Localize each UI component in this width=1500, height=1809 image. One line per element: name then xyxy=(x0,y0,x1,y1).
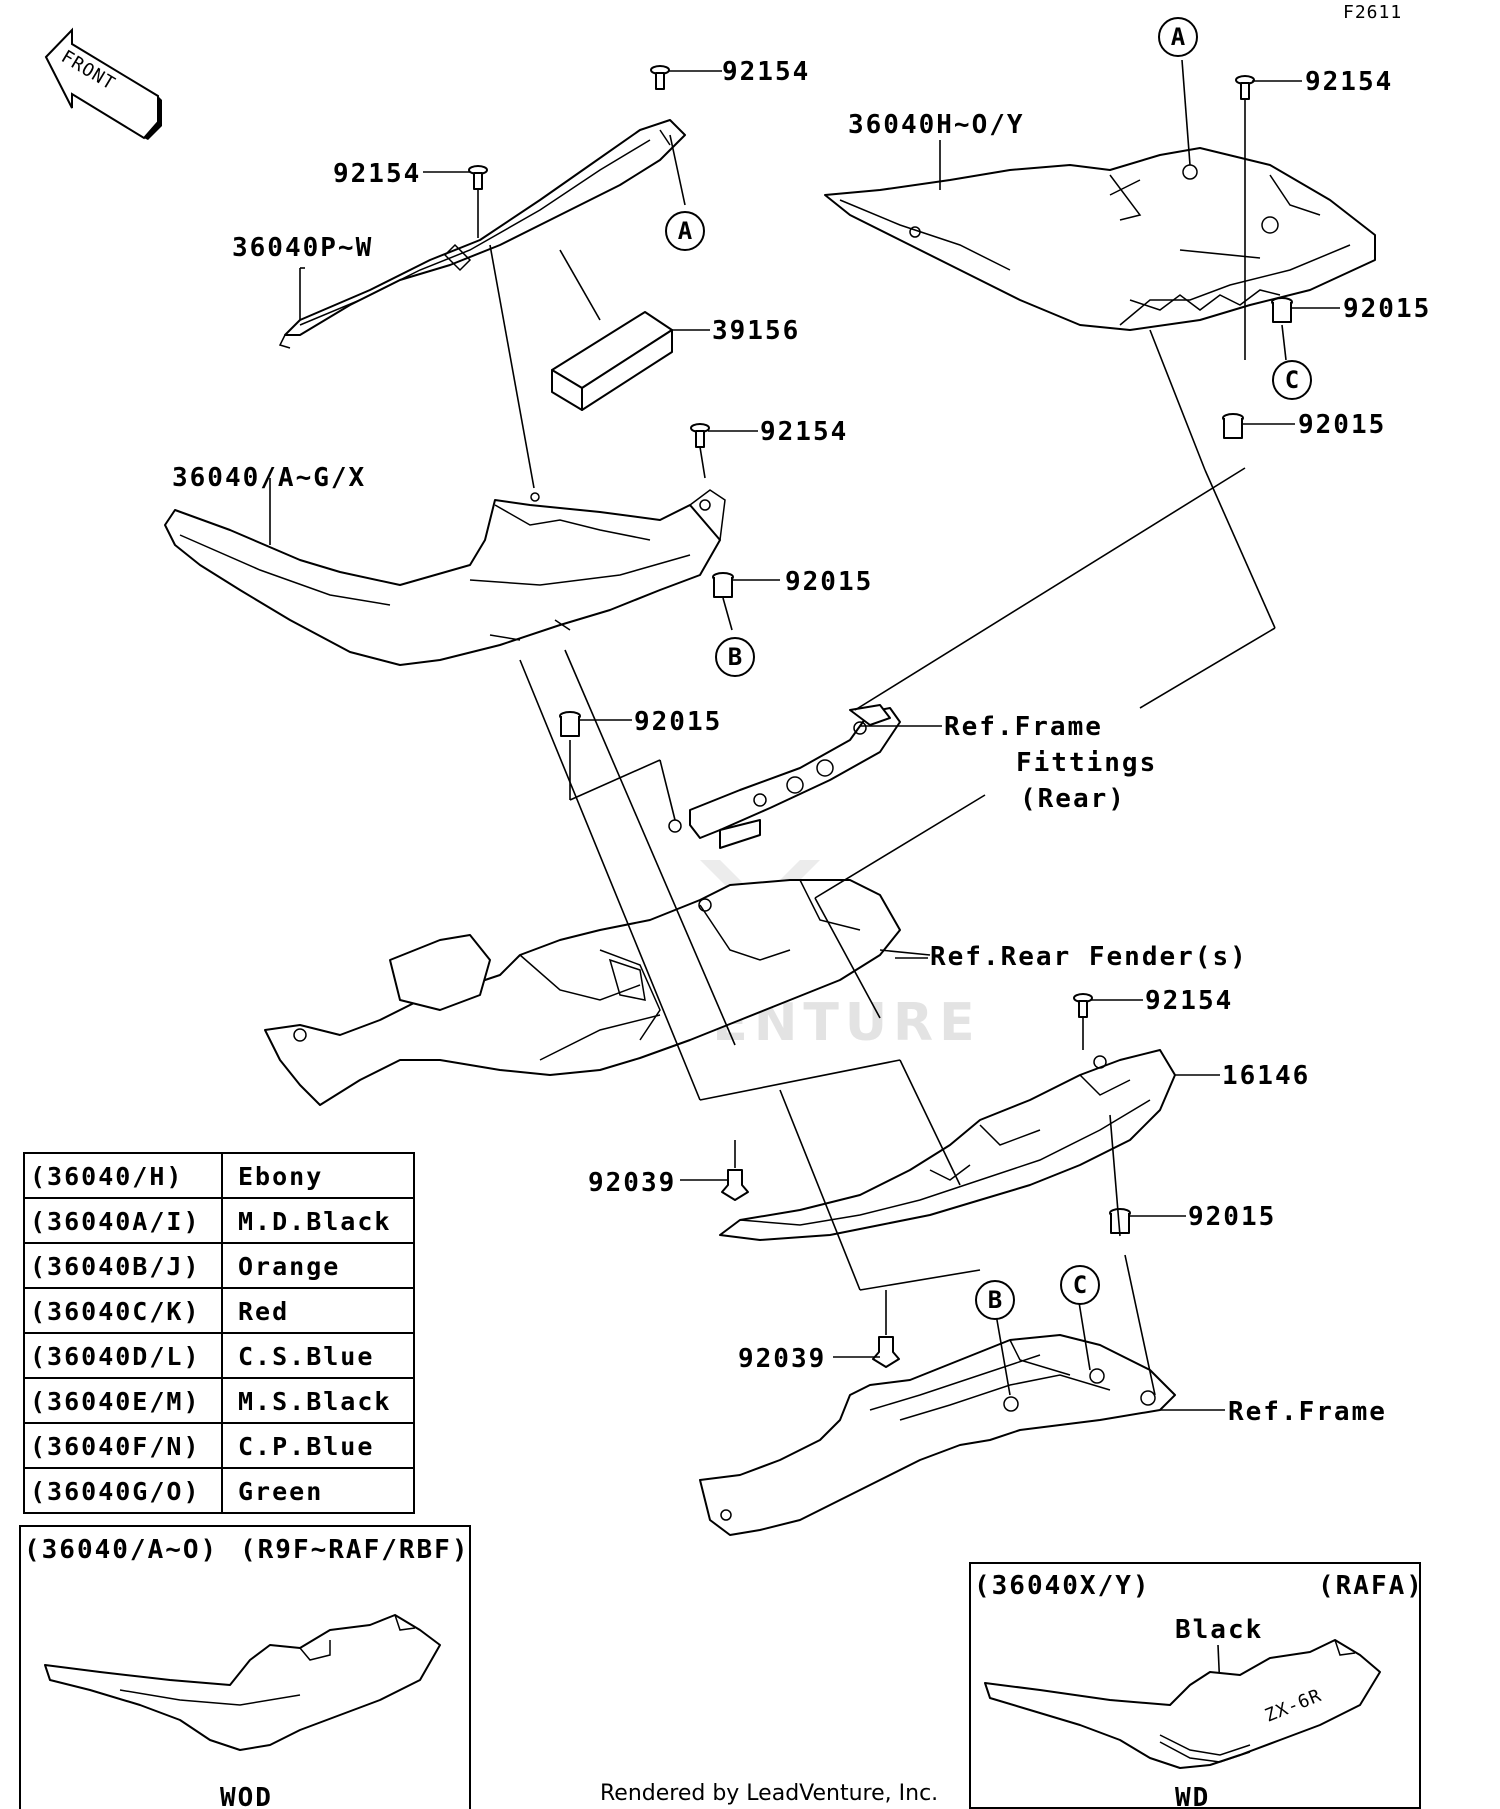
screw-icon xyxy=(468,165,488,190)
label-36040AGX: 36040/A~G/X xyxy=(172,463,366,493)
label-ref-frame: Ref.Frame xyxy=(1228,1397,1387,1427)
table-row-color: C.S.Blue xyxy=(238,1342,374,1371)
screw-icon xyxy=(690,423,710,448)
screw-icon xyxy=(1073,993,1093,1018)
inset-left-models: (R9F~RAF/RBF) xyxy=(240,1535,470,1565)
table-row-color: Ebony xyxy=(238,1162,323,1191)
grommet-icon xyxy=(1109,1208,1131,1234)
table-row-color: Orange xyxy=(238,1252,340,1281)
svg-text:A: A xyxy=(678,217,693,245)
front-arrow-icon: FRONT xyxy=(44,27,162,140)
svg-text:B: B xyxy=(988,1286,1002,1314)
label-39156: 39156 xyxy=(712,316,800,346)
inset-left-code: (36040/A~O) xyxy=(24,1535,218,1565)
table-row-code: (36040D/L) xyxy=(30,1342,201,1371)
table-row-code: (36040B/J) xyxy=(30,1252,201,1281)
table-row-color: Red xyxy=(238,1297,289,1326)
inset-right-note: Black xyxy=(1175,1615,1263,1645)
marker-b: B xyxy=(975,1280,1015,1320)
clip-icon xyxy=(872,1336,900,1368)
table-row-code: (36040A/I) xyxy=(30,1207,201,1236)
marker-c: C xyxy=(1060,1265,1100,1305)
grommet-icon xyxy=(1222,413,1244,439)
svg-text:A: A xyxy=(1171,23,1186,51)
svg-text:C: C xyxy=(1285,366,1299,394)
label-16146: 16146 xyxy=(1222,1061,1310,1091)
label-92154: 92154 xyxy=(1305,67,1393,97)
svg-text:C: C xyxy=(1073,1271,1087,1299)
table-row-code: (36040E/M) xyxy=(30,1387,201,1416)
grommet-icon xyxy=(712,572,734,598)
label-92154: 92154 xyxy=(1145,986,1233,1016)
table-row-color: Green xyxy=(238,1477,323,1506)
screw-icon xyxy=(1235,75,1255,100)
part-36040HOY xyxy=(824,147,1376,331)
label-36040HOY: 36040H~O/Y xyxy=(848,110,1025,140)
table-row-code: (36040F/N) xyxy=(30,1432,201,1461)
label-ref-frame-fittings: Fittings xyxy=(1016,748,1157,778)
footer-credit: Rendered by LeadVenture, Inc. xyxy=(600,1781,938,1806)
inset-right-models: (RAFA) xyxy=(1318,1571,1424,1601)
grommet-icon xyxy=(559,711,581,737)
label-92039: 92039 xyxy=(588,1168,676,1198)
fasteners xyxy=(468,65,1293,1368)
part-rear-fender xyxy=(264,879,901,1106)
label-92015: 92015 xyxy=(1188,1202,1276,1232)
figure-code: F2611 xyxy=(1343,2,1402,23)
leader-lines xyxy=(269,59,1340,1411)
table-row-code: (36040/H) xyxy=(30,1162,183,1191)
color-table: (36040/H) Ebony (36040A/I) M.D.Black (36… xyxy=(23,1152,415,1514)
part-frame-fittings-rear xyxy=(668,704,901,849)
screw-icon xyxy=(650,65,670,90)
clip-icon xyxy=(721,1169,749,1201)
svg-text:B: B xyxy=(728,643,742,671)
callout-labels: 92154 92154 92154 92154 92154 36040H~O/Y… xyxy=(172,57,1431,1427)
label-92039: 92039 xyxy=(738,1344,826,1374)
inset-left-caption: WOD xyxy=(220,1783,273,1809)
part-39156-pad xyxy=(551,311,673,411)
part-36040PW xyxy=(278,119,686,349)
label-ref-frame-fittings: Ref.Frame xyxy=(944,712,1103,742)
grommet-icon xyxy=(1271,297,1293,323)
label-ref-frame-fittings: (Rear) xyxy=(1020,784,1126,814)
table-row-color: M.S.Black xyxy=(238,1387,391,1416)
label-92015: 92015 xyxy=(1298,410,1386,440)
table-row-color: C.P.Blue xyxy=(238,1432,374,1461)
marker-a: A xyxy=(665,211,705,251)
label-36040PW: 36040P~W xyxy=(232,233,373,263)
label-92015: 92015 xyxy=(634,707,722,737)
inset-right-caption: WD xyxy=(1175,1783,1210,1809)
label-92154: 92154 xyxy=(722,57,810,87)
label-ref-rear-fender: Ref.Rear Fender(s) xyxy=(930,942,1248,972)
table-row-color: M.D.Black xyxy=(238,1207,391,1236)
marker-a: A xyxy=(1158,17,1198,57)
label-92015: 92015 xyxy=(1343,294,1431,324)
table-row-code: (36040C/K) xyxy=(30,1297,201,1326)
part-16146 xyxy=(719,1049,1176,1241)
inset-left: (36040/A~O) (R9F~RAF/RBF) WOD xyxy=(19,1525,471,1809)
marker-c: C xyxy=(1272,360,1312,400)
label-92154: 92154 xyxy=(333,159,421,189)
table-row-code: (36040G/O) xyxy=(30,1477,201,1506)
part-36040AGX xyxy=(164,489,726,666)
part-lower-frame xyxy=(699,1334,1176,1536)
inset-right: (36040X/Y) (RAFA) Black ZX-6R WD xyxy=(969,1562,1424,1809)
inset-right-code: (36040X/Y) xyxy=(974,1571,1151,1601)
label-92015: 92015 xyxy=(785,567,873,597)
label-92154: 92154 xyxy=(760,417,848,447)
marker-b: B xyxy=(715,637,755,677)
circle-markers: A A C B B C xyxy=(665,17,1312,1320)
